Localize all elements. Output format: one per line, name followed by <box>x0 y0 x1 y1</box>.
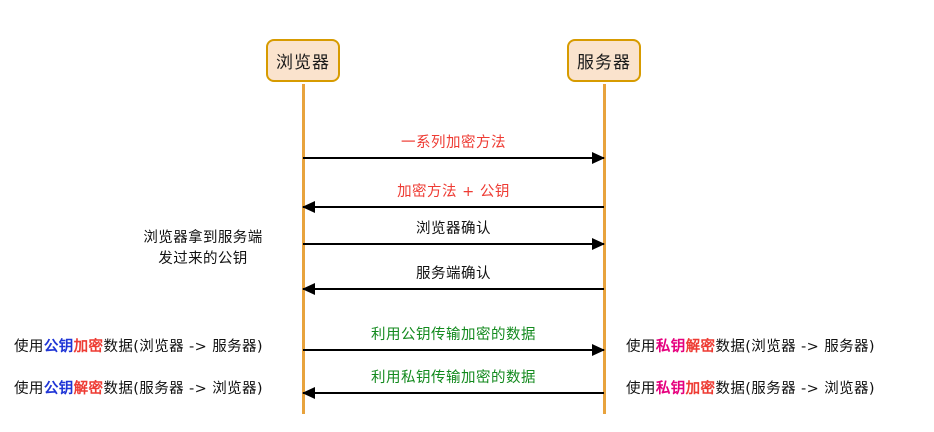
note-segment-3: 数据(浏览器 -> 服务器) <box>103 339 263 355</box>
message-1-label: 一系列加密方法 <box>401 134 506 151</box>
arrow-right-icon <box>592 344 605 356</box>
note-segment-1: 公钥 <box>43 339 74 355</box>
note-segment-2: 解密 <box>685 339 716 355</box>
note-public-key-line1: 浏览器拿到服务端 <box>143 230 263 246</box>
message-3-line <box>303 243 604 245</box>
note-segment-3: 数据(服务器 -> 浏览器) <box>103 381 263 397</box>
message-1-line <box>303 157 604 159</box>
note-segment-2: 加密 <box>685 381 716 397</box>
note-segment-2: 解密 <box>73 381 104 397</box>
arrow-right-icon <box>592 152 605 164</box>
note-segment-0: 使用 <box>626 381 656 397</box>
note-segment-0: 使用 <box>626 339 656 355</box>
message-5-label: 利用公钥传输加密的数据 <box>371 326 536 343</box>
message-4-line <box>303 288 604 290</box>
note-right-encrypt-private: 使用私钥加密数据(服务器 -> 浏览器) <box>626 379 875 400</box>
note-segment-3: 数据(服务器 -> 浏览器) <box>715 381 875 397</box>
message-4-label: 服务端确认 <box>416 265 491 282</box>
note-segment-2: 加密 <box>73 339 104 355</box>
arrow-left-icon <box>302 283 315 295</box>
message-6-label: 利用私钥传输加密的数据 <box>371 369 536 386</box>
note-left-encrypt-public: 使用公钥加密数据(浏览器 -> 服务器) <box>14 337 263 358</box>
note-left-decrypt-public: 使用公钥解密数据(服务器 -> 浏览器) <box>14 379 263 400</box>
arrow-right-icon <box>592 238 605 250</box>
participant-browser-label: 浏览器 <box>276 53 330 73</box>
note-public-key-line2: 发过来的公钥 <box>158 251 248 267</box>
note-segment-1: 私钥 <box>655 339 686 355</box>
note-public-key: 浏览器拿到服务端 发过来的公钥 <box>118 228 288 270</box>
note-segment-0: 使用 <box>14 381 44 397</box>
message-6-line <box>303 392 604 394</box>
message-3-label: 浏览器确认 <box>416 220 491 237</box>
message-2-label: 加密方法 + 公钥 <box>397 183 510 200</box>
participant-server-label: 服务器 <box>577 53 631 73</box>
note-segment-1: 公钥 <box>43 381 74 397</box>
note-segment-0: 使用 <box>14 339 44 355</box>
note-right-decrypt-private: 使用私钥解密数据(浏览器 -> 服务器) <box>626 337 875 358</box>
participant-server[interactable]: 服务器 <box>567 39 641 82</box>
note-segment-3: 数据(浏览器 -> 服务器) <box>715 339 875 355</box>
arrow-left-icon <box>302 387 315 399</box>
note-segment-1: 私钥 <box>655 381 686 397</box>
lifeline-browser <box>302 84 305 414</box>
arrow-left-icon <box>302 201 315 213</box>
message-2-line <box>303 206 604 208</box>
participant-browser[interactable]: 浏览器 <box>266 39 340 82</box>
message-5-line <box>303 349 604 351</box>
